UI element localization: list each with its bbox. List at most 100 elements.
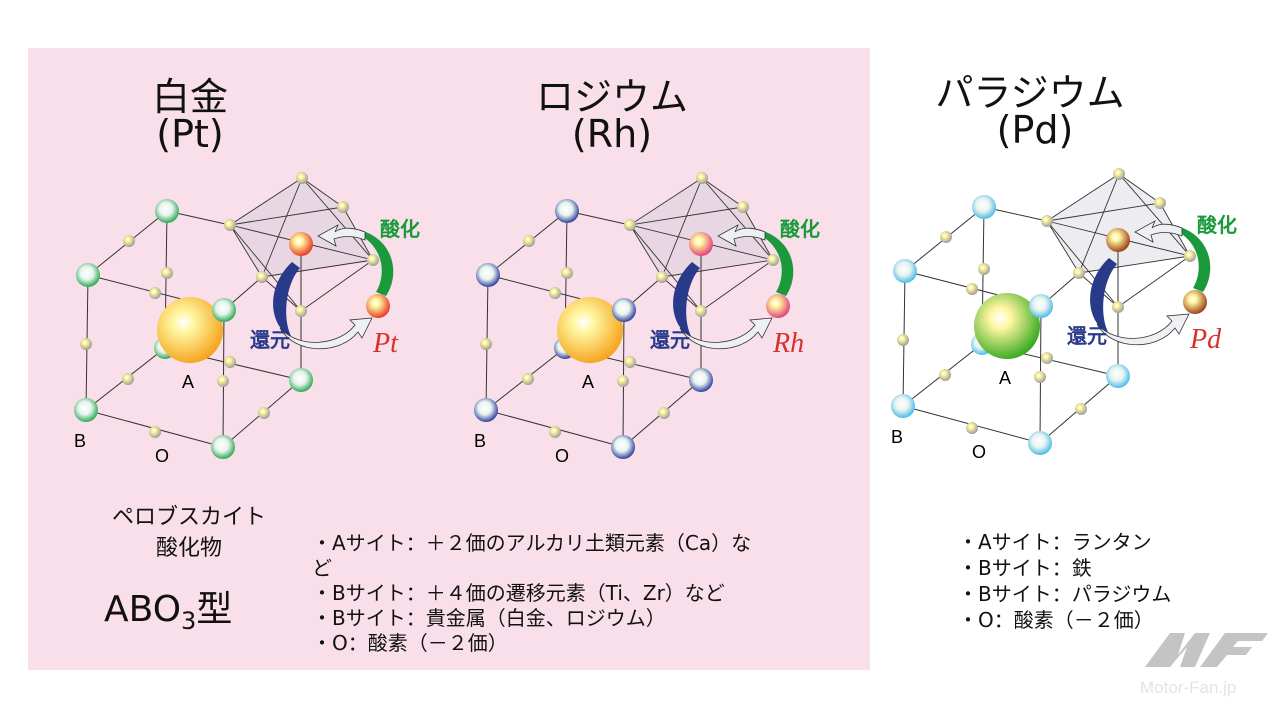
oxygen-atom (1184, 250, 1196, 262)
formula-abo3: ABO3型 (104, 580, 232, 635)
site-a-label: A (999, 368, 1011, 388)
title-rhodium: ロジウム (535, 75, 688, 119)
site-o-label: O (972, 442, 986, 462)
octahedron-edge (301, 177, 374, 261)
reduction-arrow-head (679, 317, 773, 350)
metal-atom-released (366, 294, 390, 318)
octahedron-face (630, 178, 773, 277)
reduction-arrow (673, 262, 700, 340)
octahedron-edge (1118, 173, 1161, 204)
oxygen-atom (1034, 371, 1046, 383)
octahedron-edge (229, 224, 263, 278)
oxygen-atom (549, 287, 561, 299)
symbol-platinum: (Pt) (156, 112, 224, 156)
oxygen-atom (978, 263, 990, 275)
oxygen-atom (1041, 352, 1053, 364)
oxygen-atom (296, 172, 308, 184)
octahedron-edge (661, 259, 774, 278)
title-palladium: パラジウム (935, 71, 1125, 115)
octahedron-edge (1046, 220, 1080, 274)
site-a-label: A (182, 372, 194, 392)
octahedron-edge (661, 177, 703, 278)
metal-atom-in-lattice (1106, 228, 1130, 252)
metal-label: Rh (772, 328, 804, 359)
oxidation-arrow-head (717, 224, 766, 247)
perovskite-label: ペロブスカイト 酸化物 (96, 502, 282, 564)
oxygen-atom (767, 254, 779, 266)
symbol-palladium: (Pd) (996, 108, 1074, 152)
octahedron-edge (1046, 220, 1119, 308)
reduction-arrow-head (279, 317, 373, 350)
a-site-atom (974, 293, 1040, 359)
octahedron-edge (1078, 255, 1191, 274)
oxygen-atom (1073, 267, 1085, 279)
oxygen-atom (258, 407, 270, 419)
perovskite-line1: ペロブスカイト (111, 505, 266, 530)
reduction-label: 還元 (650, 328, 690, 352)
oxygen-atom (939, 369, 951, 381)
b-site-atom (289, 368, 313, 392)
oxidation-arrow-head (317, 224, 366, 247)
oxygen-atom (149, 287, 161, 299)
metal-atom-in-lattice (689, 232, 713, 256)
a-site-atom (557, 297, 623, 363)
site-b-label: B (891, 427, 903, 447)
oxygen-atom (217, 375, 229, 387)
bullet-item: ・Aサイト：ランタン (958, 530, 1152, 554)
bullet-item: ・O：酸素（－２価） (312, 631, 508, 655)
b-site-atom (211, 435, 235, 459)
octahedron-edge (229, 206, 344, 226)
b-site-atom (76, 263, 100, 287)
octahedron-edge (629, 224, 702, 312)
right-bullets: ・Aサイト：ランタン ・Bサイト：鉄 ・Bサイト：パラジウム ・O：酸素（－２価… (958, 529, 1171, 633)
b-site-atom (893, 259, 917, 283)
reduction-arrow-head (1096, 313, 1190, 346)
oxygen-atom (617, 375, 629, 387)
oxygen-atom (337, 201, 349, 213)
b-site-atom (555, 199, 579, 223)
site-b-label: B (74, 431, 86, 451)
symbol-rhodium: (Rh) (571, 112, 653, 156)
oxygen-atom (966, 422, 978, 434)
site-a-label: A (582, 372, 594, 392)
b-site-atom (1029, 294, 1053, 318)
motorfan-logo: Motor-Fan.jp (1140, 625, 1270, 704)
title-platinum: 白金 (151, 75, 228, 119)
oxidation-label: 酸化 (780, 217, 820, 241)
oxygen-atom (161, 267, 173, 279)
oxygen-atom (1075, 403, 1087, 415)
oxidation-label: 酸化 (1197, 213, 1237, 237)
oxidation-arrow (1177, 226, 1211, 292)
b-site-atom (474, 398, 498, 422)
oxygen-atom (224, 356, 236, 368)
bullet-item: ・Bサイト：鉄 (958, 556, 1092, 580)
metal-label: Pd (1189, 324, 1222, 355)
a-site-atom (157, 297, 223, 363)
oxygen-atom (122, 373, 134, 385)
oxygen-atom (549, 426, 561, 438)
oxidation-arrow-head (1134, 220, 1183, 243)
b-site-atom (612, 298, 636, 322)
b-site-atom (891, 394, 915, 418)
oxygen-atom (123, 235, 135, 247)
site-o-label: O (555, 446, 569, 466)
octahedron-edge (261, 177, 303, 278)
octahedron-face (230, 178, 373, 277)
oxygen-atom (80, 338, 92, 350)
b-site-atom (689, 368, 713, 392)
oxygen-atom (1154, 197, 1166, 209)
oxygen-atom (367, 254, 379, 266)
formula-sub: 3 (181, 607, 197, 636)
b-site-atom (611, 435, 635, 459)
oxygen-atom (523, 235, 535, 247)
oxygen-atom (224, 219, 236, 231)
octahedron-edge (629, 224, 663, 278)
pink-background-panel (28, 48, 870, 670)
b-site-atom (212, 298, 236, 322)
middle-bullets: ・Aサイト：＋２価のアルカリ土類元素（Ca）な ど ・Bサイト：＋４価の遷移元素… (312, 531, 751, 656)
oxygen-atom (966, 283, 978, 295)
bullet-item: ・Bサイト：＋４価の遷移元素（Ti、Zr）など (312, 581, 725, 605)
